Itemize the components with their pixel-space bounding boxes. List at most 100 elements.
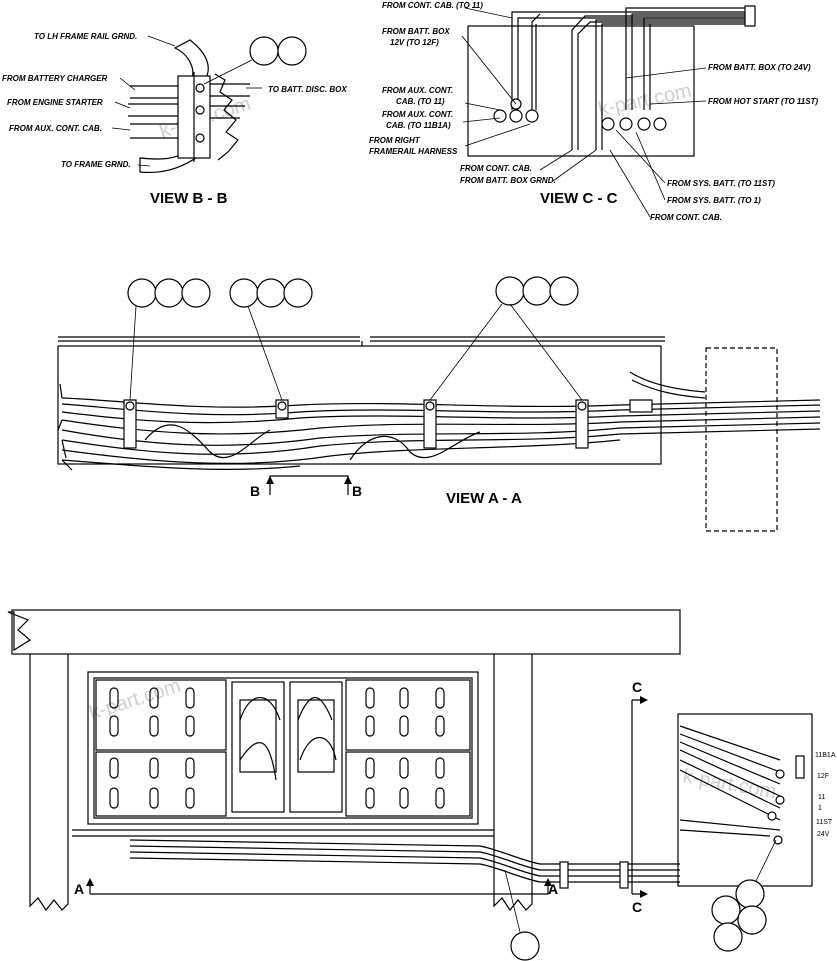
harness-twist [144, 424, 271, 459]
callout-balloon [713, 922, 743, 952]
label-aux-cont-11: FROM AUX. CONT. [382, 86, 453, 95]
callout-balloon [737, 905, 767, 935]
callout-balloon [154, 278, 184, 308]
view-aa-title: VIEW A - A [446, 490, 522, 507]
battery-vent [185, 687, 195, 709]
main-harness [129, 845, 680, 871]
battery [95, 679, 227, 751]
cable-lh-frame-grnd [173, 39, 209, 81]
clamp-bolt [277, 401, 287, 411]
label-sys-batt-1: FROM SYS. BATT. (TO 1) [667, 196, 761, 205]
section-bb-line [269, 475, 349, 495]
terminal-ring [767, 811, 777, 821]
battery [289, 681, 343, 813]
terminal-tag: 11 [818, 794, 825, 801]
harness-wire [61, 459, 301, 470]
battery-vent [149, 757, 159, 779]
stud-nut [195, 105, 205, 115]
battery-box-outline [57, 345, 662, 465]
terminal-tag: 11ST [816, 819, 833, 826]
stud-nut [195, 83, 205, 93]
callout-balloon [735, 879, 765, 909]
leader-line [504, 869, 521, 933]
clamp-bolt [577, 401, 587, 411]
leader-line [464, 7, 513, 19]
watermark: k-part.com [87, 675, 184, 725]
battery-vent [435, 757, 445, 779]
label-frame-grnd: TO FRAME GRND. [61, 160, 131, 169]
clamp-bolt [425, 401, 435, 411]
label-battery-charger: FROM BATTERY CHARGER [2, 74, 108, 83]
battery-vent [109, 687, 119, 709]
rail-break [7, 611, 32, 652]
leader-line [129, 305, 137, 401]
cable-battery-charger [130, 85, 185, 99]
view-aa: B B VIEW A - A [57, 276, 821, 532]
battery-vent [185, 757, 195, 779]
label-right-framerail: FROM RIGHT [369, 136, 421, 145]
terminal-ring [775, 769, 785, 779]
section-arrow [640, 890, 648, 898]
harness-clamp [619, 861, 629, 889]
frame-leg-right [493, 654, 533, 912]
battery [95, 751, 227, 817]
section-a-left: A [74, 881, 84, 897]
label-batt-box-grnd: FROM BATT. BOX GRND. [460, 176, 556, 185]
terminal-ring [773, 835, 783, 845]
leader-line [203, 59, 253, 85]
battery-center [231, 681, 343, 813]
harness-twist [349, 431, 481, 461]
callout-balloon [495, 276, 525, 306]
label-sys-batt-11st: FROM SYS. BATT. (TO 11ST) [667, 179, 775, 188]
label-right-framerail: FRAMERAIL HARNESS [369, 147, 458, 156]
cable-end-block [744, 5, 756, 27]
terminal-ring [653, 117, 667, 131]
leader-line [552, 149, 597, 182]
leader-line [539, 149, 573, 171]
wire-fan-left [57, 383, 73, 471]
battery-vent [149, 787, 159, 809]
callout-balloon [256, 278, 286, 308]
section-arrow [544, 878, 552, 886]
callout-balloon [229, 278, 259, 308]
label-engine-starter: FROM ENGINE STARTER [7, 98, 103, 107]
label-aux-cont-11b1a: FROM AUX. CONT. [382, 110, 453, 119]
grommet [629, 399, 653, 413]
leader-line [649, 100, 707, 105]
label-hot-start: FROM HOT START (TO 11ST) [708, 97, 818, 106]
battery-label-plate [297, 699, 335, 773]
harness-wire [61, 439, 621, 464]
frame-leg-left [29, 654, 69, 912]
leader-line [635, 131, 666, 201]
battery-vent [185, 787, 195, 809]
battery-right [345, 679, 471, 817]
battery-tray [87, 671, 479, 825]
battery-vent [185, 715, 195, 737]
callout-balloon [277, 36, 307, 66]
view-bb-title: VIEW B - B [150, 190, 228, 207]
battery-vent [149, 687, 159, 709]
cable-batt-box-grnd [595, 19, 745, 150]
label-cont-cab-2: FROM CONT. CAB. [650, 213, 722, 222]
stud-nut [195, 133, 205, 143]
section-aa-line [89, 880, 549, 895]
terminal-tag: 12F [817, 773, 829, 780]
terminal-ring [601, 117, 615, 131]
leader-line [247, 305, 283, 401]
leader-line [609, 149, 651, 218]
battery [345, 751, 471, 817]
terminal-tag: 24V [817, 831, 830, 838]
battery-vent [435, 787, 445, 809]
main-harness [129, 851, 680, 877]
view-cc-title: VIEW C - C [540, 190, 618, 207]
callout-balloon [249, 36, 279, 66]
harness-clamp [559, 861, 569, 889]
terminal-post [795, 755, 805, 779]
label-batt-box-12v: FROM BATT. BOX [382, 27, 450, 36]
callout-balloon [522, 276, 552, 306]
battery-vent [435, 687, 445, 709]
battery-vent [435, 715, 445, 737]
label-aux-cont-cab: FROM AUX. CONT. CAB. [9, 124, 102, 133]
battery-vent [399, 757, 409, 779]
leader-line [119, 77, 136, 91]
